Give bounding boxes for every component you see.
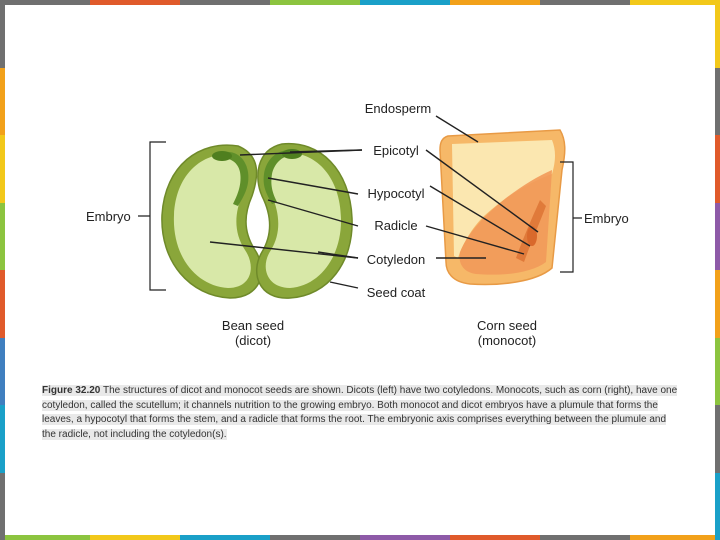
seed-coat-leader (329, 281, 359, 289)
label-hypocotyl: Hypocotyl (367, 186, 424, 201)
caption-highlight: Figure 32.20 The structures of dicot and… (42, 385, 678, 440)
corn-seed-illustration (439, 129, 566, 286)
radicle-leader-bean (267, 199, 359, 227)
bean-left-embryo-axis (222, 151, 249, 206)
frame-segment (180, 535, 270, 540)
frame-segment (0, 0, 90, 5)
frame-segment (450, 0, 540, 5)
frame-segment (715, 472, 720, 540)
frame-segment (630, 535, 720, 540)
frame-segment (715, 405, 720, 473)
frame-segment (270, 0, 360, 5)
frame-segment (180, 0, 270, 5)
label-radicle: Radicle (374, 218, 417, 233)
label-cotyledon: Cotyledon (367, 252, 426, 267)
frame-left-bar (0, 0, 5, 540)
bean-right-plumule (282, 149, 302, 159)
frame-segment (540, 535, 630, 540)
bean-seed-subtitle: (dicot) (235, 333, 271, 348)
frame-segment (0, 202, 5, 270)
frame-segment (540, 0, 630, 5)
frame-segment (715, 270, 720, 338)
hypocotyl-leader-bean (267, 177, 359, 195)
radicle-leader-corn (425, 225, 525, 255)
frame-segment (270, 535, 360, 540)
frame-segment (0, 472, 5, 540)
epicotyl-leader-corn (425, 149, 539, 233)
bean-left-cotyledon (173, 154, 251, 288)
frame-bottom-bar (0, 535, 720, 540)
frame-segment (0, 337, 5, 405)
frame-segment (360, 0, 450, 5)
bean-seed-title: Bean seed (222, 318, 284, 333)
label-embryo-right: Embryo (584, 211, 629, 226)
figure-caption: Figure 32.20 The structures of dicot and… (42, 384, 678, 442)
hypocotyl-leader-corn (429, 185, 531, 247)
frame-segment (715, 202, 720, 270)
label-embryo-left: Embryo (86, 209, 131, 224)
frame-segment (0, 0, 5, 68)
frame-segment (715, 135, 720, 203)
right-embryo-bracket (560, 161, 582, 273)
frame-right-bar (715, 0, 720, 540)
epicotyl-leader-right (289, 149, 363, 153)
corn-seed-title: Corn seed (477, 318, 537, 333)
corn-seed-subtitle: (monocot) (478, 333, 537, 348)
frame-segment (0, 270, 5, 338)
bean-left-plumule (212, 151, 232, 161)
frame-segment (450, 535, 540, 540)
cotyledon-leader-right (317, 251, 359, 259)
label-endosperm: Endosperm (365, 101, 431, 116)
frame-segment (715, 67, 720, 135)
frame-segment (0, 535, 90, 540)
cotyledon-leader-left (209, 241, 359, 259)
frame-segment (90, 0, 180, 5)
corn-radicle-tip (527, 226, 537, 246)
caption-figure-label: Figure 32.20 (42, 385, 101, 396)
bean-seed-illustration (161, 142, 353, 299)
frame-segment (715, 0, 720, 68)
frame-segment (360, 535, 450, 540)
frame-segment (0, 405, 5, 473)
corn-endosperm (452, 140, 555, 258)
frame-segment (0, 135, 5, 203)
frame-segment (0, 67, 5, 135)
frame-segment (715, 337, 720, 405)
frame-segment (630, 0, 720, 5)
endosperm-leader (435, 115, 479, 143)
embryo-brackets (138, 141, 582, 291)
frame-top-bar (0, 0, 720, 5)
label-epicotyl: Epicotyl (373, 143, 419, 158)
leader-lines (209, 115, 539, 289)
bean-right-embryo-axis (263, 150, 290, 204)
label-seed-coat: Seed coat (367, 285, 426, 300)
frame-segment (90, 535, 180, 540)
caption-text: The structures of dicot and monocot seed… (42, 385, 678, 440)
left-embryo-bracket (138, 141, 166, 291)
